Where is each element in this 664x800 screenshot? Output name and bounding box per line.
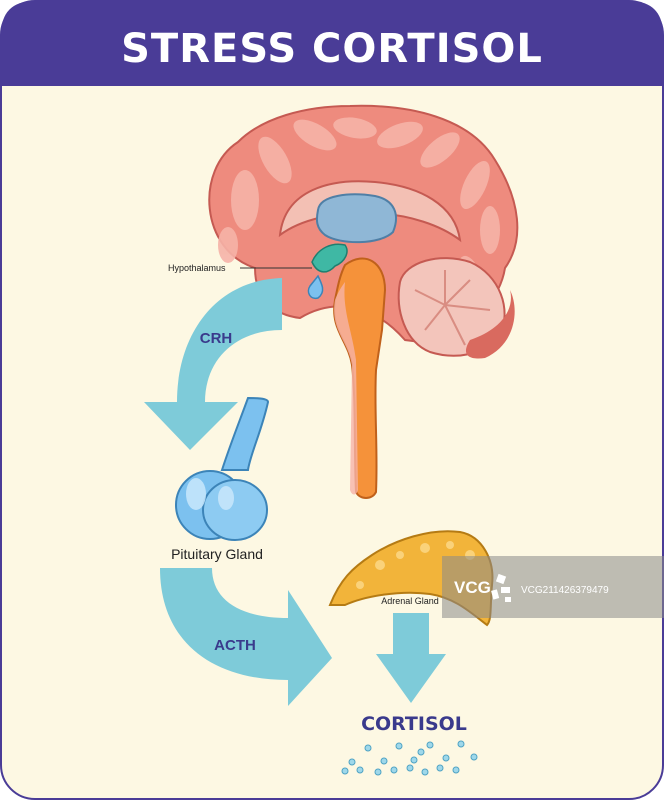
pituitary-lobe-right bbox=[202, 479, 268, 541]
acth-arrow bbox=[160, 568, 332, 706]
pituitary-highlight-2 bbox=[218, 486, 234, 510]
crh-arrow bbox=[144, 278, 282, 450]
pituitary-highlight bbox=[186, 478, 206, 510]
watermark: VCG VCG211426379479 bbox=[442, 556, 664, 618]
watermark-code: VCG211426379479 bbox=[521, 585, 609, 596]
pituitary-stalk bbox=[220, 396, 270, 471]
brain-illustration bbox=[208, 104, 519, 499]
hypothalamus-label: Hypothalamus bbox=[168, 263, 226, 273]
header-band bbox=[1, 1, 663, 86]
watermark-band bbox=[442, 556, 664, 618]
pituitary-gland bbox=[175, 396, 270, 541]
pituitary-small bbox=[307, 274, 324, 300]
page-title: STRESS CORTISOL bbox=[121, 26, 543, 72]
brain-gyri bbox=[218, 117, 500, 295]
cortisol-label: CORTISOL bbox=[361, 713, 467, 735]
cerebellum-folds bbox=[414, 270, 491, 346]
cortisol-arrow bbox=[376, 613, 446, 703]
cortisol-dots bbox=[341, 740, 478, 776]
pituitary-label: Pituitary Gland bbox=[171, 546, 263, 562]
watermark-logo: VCG bbox=[454, 578, 491, 597]
hypothalamus bbox=[311, 243, 348, 273]
brainstem-front bbox=[334, 282, 358, 495]
adrenal-texture bbox=[356, 541, 475, 589]
watermark-mark-icon bbox=[491, 573, 511, 602]
crh-label: CRH bbox=[200, 330, 233, 347]
cerebellum-lower bbox=[465, 290, 515, 359]
acth-label: ACTH bbox=[214, 637, 256, 654]
adrenal-label: Adrenal Gland bbox=[381, 596, 439, 606]
ventricle bbox=[315, 193, 397, 244]
